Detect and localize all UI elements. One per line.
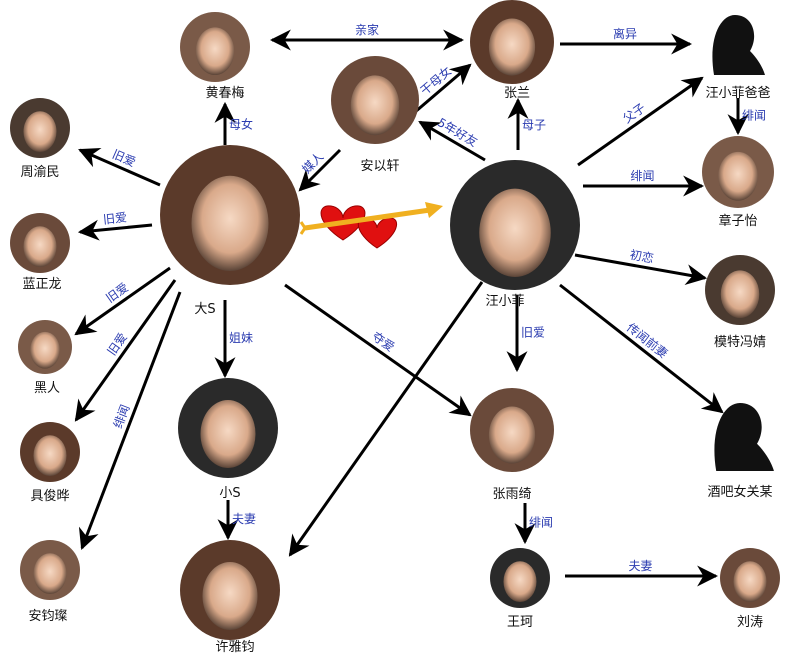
edge-label: 姐妹 (229, 331, 253, 345)
edge-wang-bar (559, 283, 724, 414)
edge-wang-dad (577, 76, 704, 167)
edge-wang-feng (574, 253, 708, 286)
edge-label: 夺爱 (369, 329, 397, 354)
edge-label: 夫妻 (628, 559, 652, 573)
person-name: 黑人 (34, 381, 60, 396)
person-name: 具俊晔 (30, 489, 69, 504)
node-zhangyuqi[interactable]: 张雨绮 (470, 388, 554, 502)
face-shape (488, 18, 536, 76)
person-name: 汪小菲爸爸 (705, 86, 770, 101)
edge-label: 旧爱 (102, 210, 127, 226)
edge-anyixuan-bigs (298, 148, 342, 192)
person-name: 汪小菲 (485, 294, 524, 309)
node-huang[interactable]: 黄春梅 (180, 12, 250, 101)
edge-label: 母子 (522, 118, 546, 132)
face-shape (23, 226, 57, 267)
silhouette-icon (714, 403, 774, 471)
edge-bigs-anjuncan (78, 291, 182, 550)
face-shape (200, 400, 256, 468)
person-name: 大S (194, 302, 215, 317)
node-dad[interactable]: 汪小菲爸爸 (705, 15, 771, 101)
face-shape (23, 111, 57, 152)
face-shape (503, 561, 537, 602)
edge-label: 旧爱 (521, 326, 545, 340)
edge-label: 父子 (620, 101, 648, 126)
person-name: 黄春梅 (205, 86, 244, 101)
edge-bigs-zhangyuqi (284, 283, 472, 417)
edge-anyixuan-zhanglan (414, 63, 472, 114)
node-zhangziyi[interactable]: 章子怡 (702, 136, 774, 229)
edge-label: 母女 (229, 117, 253, 132)
edge-label: 旧爱 (103, 280, 131, 305)
person-name: 张兰 (504, 86, 530, 101)
face-shape (33, 435, 67, 476)
face-shape (195, 27, 235, 75)
silhouette-icon (712, 15, 765, 75)
heart-arrow-icon (299, 202, 443, 249)
node-feng[interactable]: 模特冯婧 (705, 255, 775, 350)
face-shape (202, 562, 258, 630)
edge-label: 离异 (613, 26, 637, 41)
edge-bigs-heiren (74, 266, 171, 336)
person-name: 周渝民 (20, 164, 59, 180)
person-name: 小S (219, 486, 240, 501)
edge-wang-xu (288, 281, 484, 557)
person-name: 刘涛 (737, 614, 763, 630)
edge-label: 绯闻 (630, 169, 654, 183)
edge-bigs-lan (77, 219, 153, 241)
node-anyixuan[interactable]: 安以轩 (331, 56, 419, 174)
node-wangke[interactable]: 王珂 (490, 548, 550, 630)
person-name: 张雨绮 (492, 487, 531, 502)
person-name: 许雅钧 (215, 640, 254, 655)
face-shape (720, 270, 760, 319)
node-ju[interactable]: 具俊晔 (20, 422, 80, 504)
node-heiren[interactable]: 黑人 (18, 320, 72, 396)
edge-label: 绯闻 (742, 109, 766, 123)
node-liutao[interactable]: 刘涛 (720, 548, 780, 630)
edge-bigs-ju (74, 279, 177, 422)
edge-wang-anyixuan (418, 120, 486, 162)
face-shape (718, 151, 758, 201)
edge-label: 媒人 (299, 149, 326, 176)
edge-label: 绯闻 (529, 516, 553, 530)
node-bigs[interactable]: 大S (160, 145, 300, 317)
face-shape (350, 75, 400, 136)
node-zhanglan[interactable]: 张兰 (470, 0, 554, 101)
face-shape (488, 406, 536, 464)
edge-label: 初恋 (629, 247, 655, 266)
person-name: 酒吧女关某 (707, 484, 772, 500)
person-name: 章子怡 (718, 213, 757, 229)
node-anjuncan[interactable]: 安钧璨 (20, 540, 80, 624)
edge-label: 旧爱 (105, 330, 130, 358)
edge-label: 夫妻 (232, 512, 256, 526)
person-name: 蓝正龙 (22, 277, 61, 292)
face-shape (191, 175, 269, 271)
node-bar[interactable]: 酒吧女关某 (707, 403, 774, 500)
node-zhouyumin[interactable]: 周渝民 (10, 98, 70, 180)
node-lan[interactable]: 蓝正龙 (10, 213, 70, 292)
face-shape (33, 553, 67, 594)
face-shape (30, 331, 60, 369)
edge-bigs-zhouyumin (78, 147, 161, 187)
node-xu[interactable]: 许雅钧 (180, 540, 280, 655)
edge-label: 亲家 (355, 22, 379, 37)
face-shape (733, 561, 767, 602)
node-wang[interactable]: 汪小菲 (450, 160, 580, 309)
person-name: 模特冯婧 (714, 335, 766, 350)
person-name: 王珂 (507, 615, 533, 630)
face-shape (479, 188, 551, 277)
person-name: 安以轩 (360, 159, 399, 174)
node-smalls[interactable]: 小S (178, 378, 278, 501)
person-name: 安钧璨 (28, 609, 67, 624)
